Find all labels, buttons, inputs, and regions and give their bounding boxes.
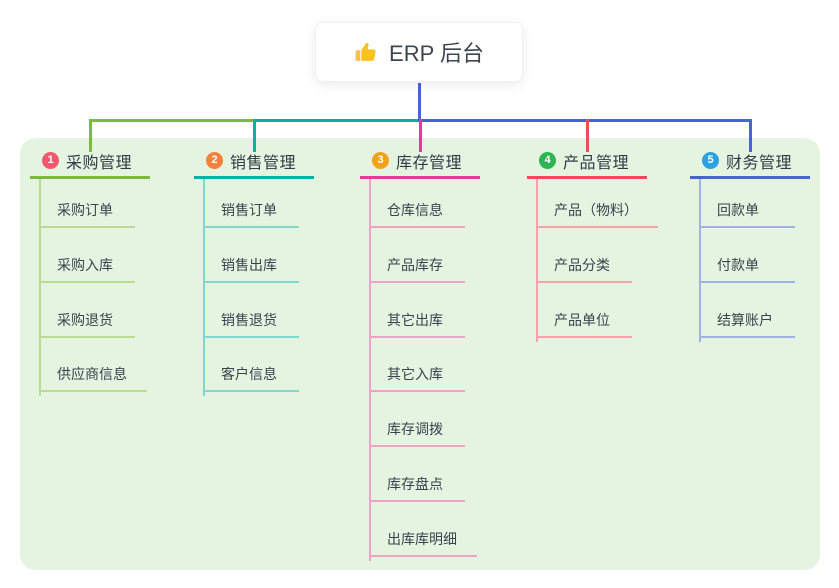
branch-underline [30,176,150,179]
thumbs-up-icon [354,40,379,65]
branch-number-badge: 4 [539,152,556,169]
child-node[interactable]: 采购入库 [39,253,135,283]
child-node[interactable]: 销售订单 [203,198,299,228]
child-node[interactable]: 供应商信息 [39,362,147,393]
child-node[interactable]: 库存调拨 [369,417,465,448]
connector-trunk-segment [417,119,752,122]
branch-child-spine [203,179,205,397]
child-node[interactable]: 产品分类 [536,253,632,283]
connector-root-stem [417,83,421,121]
connector-branch-drop [252,119,256,152]
branch-child-spine [536,179,538,342]
connector-branch-drop [748,119,752,152]
child-node[interactable]: 出库库明细 [369,527,477,557]
child-node[interactable]: 结算账户 [699,308,795,338]
child-node[interactable]: 库存盘点 [369,472,465,502]
connector-trunk-segment [252,119,421,122]
child-node[interactable]: 仓库信息 [369,198,465,228]
connector-branch-drop [88,119,92,152]
branch-child-spine [39,179,41,397]
branch-underline [690,176,810,179]
branch-node-4[interactable]: 产品管理 [563,155,630,172]
branch-number-badge: 1 [42,152,59,169]
connector-branch-drop [418,119,422,152]
root-title: ERP 后台 [389,41,484,66]
branch-underline [527,176,647,179]
child-node[interactable]: 其它出库 [369,308,465,338]
child-node[interactable]: 销售出库 [203,253,299,283]
branch-underline [194,176,314,179]
branch-node-1[interactable]: 采购管理 [66,155,133,172]
branch-node-3[interactable]: 库存管理 [396,155,463,172]
child-node[interactable]: 其它入库 [369,362,465,393]
branch-node-2[interactable]: 销售管理 [230,155,297,172]
child-node[interactable]: 销售退货 [203,308,299,338]
child-node[interactable]: 产品单位 [536,308,632,338]
branch-number-badge: 5 [702,152,719,169]
child-node[interactable]: 采购退货 [39,308,135,338]
child-node[interactable]: 付款单 [699,253,795,283]
branch-number-badge: 3 [372,152,389,169]
branch-underline [360,176,480,179]
branch-number-badge: 2 [206,152,223,169]
connector-branch-drop [585,119,589,152]
root-node[interactable]: ERP 后台 [315,22,523,82]
branch-child-spine [699,179,701,342]
branch-child-spine [369,179,371,561]
mindmap-panel [20,138,820,570]
child-node[interactable]: 产品库存 [369,253,465,283]
child-node[interactable]: 产品（物料） [536,198,658,228]
child-node[interactable]: 客户信息 [203,362,299,393]
branch-node-5[interactable]: 财务管理 [726,155,793,172]
child-node[interactable]: 回款单 [699,198,795,228]
child-node[interactable]: 采购订单 [39,198,135,228]
